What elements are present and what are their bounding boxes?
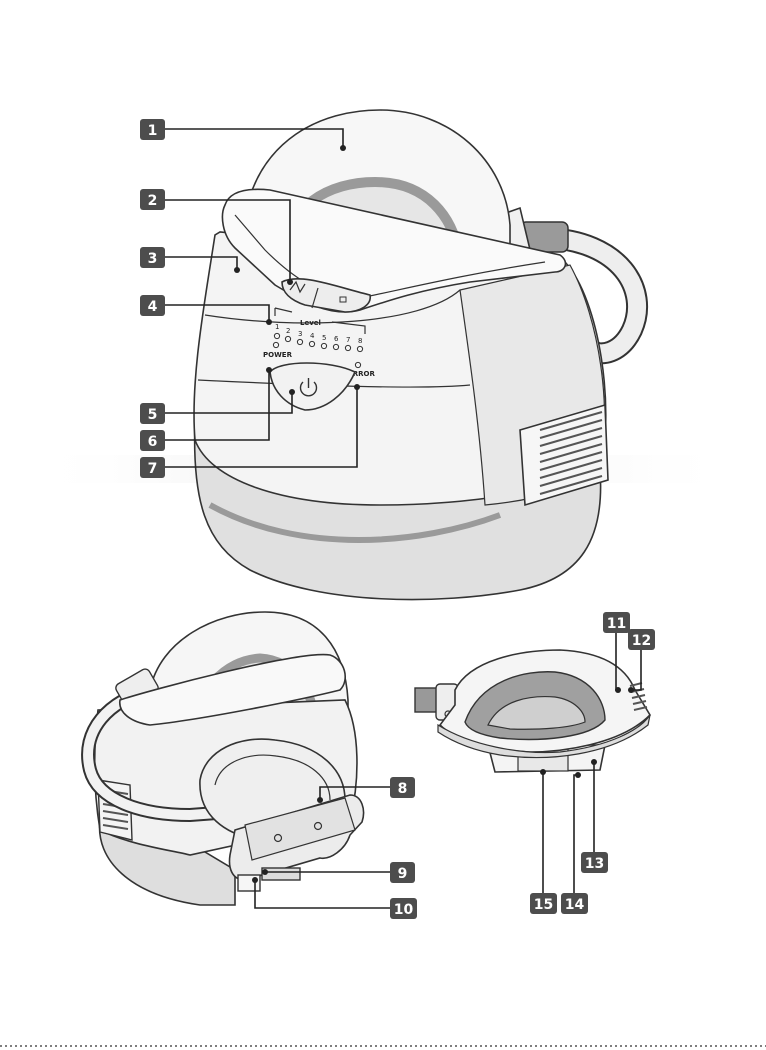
callout-number: 11 [607, 616, 626, 632]
level-number: 6 [334, 335, 339, 343]
callout-number: 14 [565, 897, 585, 913]
level-number: 8 [358, 337, 362, 345]
callout-13: 13 [581, 852, 608, 873]
callout-12: 12 [628, 629, 655, 650]
callout-number: 10 [394, 902, 414, 918]
callout-number: 1 [148, 123, 158, 139]
callout-number: 12 [632, 633, 651, 649]
callout-3: 3 [140, 247, 165, 268]
callout-number: 7 [148, 461, 158, 477]
callout-9: 9 [390, 862, 415, 883]
level-label: Level [300, 319, 321, 327]
callout-15: 15 [530, 893, 557, 914]
callout-number: 2 [148, 193, 158, 209]
side-device-view [415, 650, 650, 772]
callout-6: 6 [140, 430, 165, 451]
level-number: 7 [346, 336, 350, 344]
callout-number: 4 [148, 299, 158, 315]
callout-11: 11 [603, 612, 630, 633]
power-label: POWER [263, 351, 293, 359]
callout-10: 10 [390, 898, 417, 919]
callout-number: 15 [534, 897, 553, 913]
level-number: 5 [322, 334, 326, 342]
callout-2: 2 [140, 189, 165, 210]
callout-number: 3 [148, 251, 158, 267]
callout-14: 14 [561, 893, 588, 914]
level-number: 4 [310, 332, 315, 340]
callout-7: 7 [140, 457, 165, 478]
callout-4: 4 [140, 295, 165, 316]
rear-device-view [88, 612, 363, 905]
callout-number: 5 [148, 407, 158, 423]
callout-5: 5 [140, 403, 165, 424]
level-number: 1 [275, 323, 279, 331]
level-number: 2 [286, 327, 290, 335]
callout-8: 8 [390, 777, 415, 798]
callout-number: 6 [148, 434, 158, 450]
main-device-view: Level 1 2 3 4 5 6 7 8 POWER ERROR [194, 110, 637, 600]
callout-number: 8 [398, 781, 408, 797]
level-number: 3 [298, 330, 302, 338]
callout-number: 9 [398, 866, 408, 882]
callout-number: 13 [585, 856, 604, 872]
callout-1: 1 [140, 119, 165, 140]
